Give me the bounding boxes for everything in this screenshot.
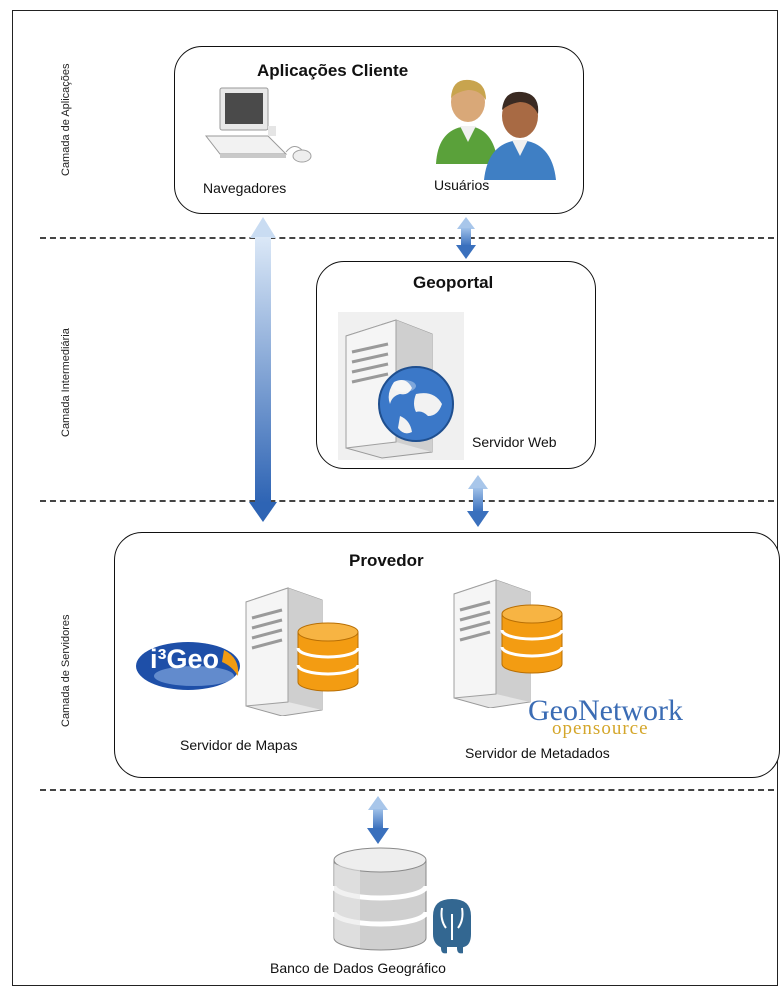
web-server-label: Servidor Web [472,434,557,450]
layer-divider [40,237,774,239]
web-server-icon [338,312,464,460]
metadata-server-label: Servidor de Metadados [465,745,610,761]
map-server-label: Servidor de Mapas [180,737,298,753]
database-label: Banco de Dados Geográfico [270,960,446,976]
arrow-clients-provider [249,217,277,522]
i3geo-logo-text: i³Geo [150,644,220,674]
postgresql-elephant-icon [431,896,473,956]
database-icon [500,604,564,674]
client-applications-title: Aplicações Cliente [257,61,409,80]
browsers-label: Navegadores [203,180,287,196]
layer-divider [40,789,774,791]
globe-icon [378,366,454,442]
laptop-icon [204,87,312,163]
database-icon [331,847,429,951]
server-icon [453,579,564,708]
geonetwork-logo-subtext: opensource [552,718,649,739]
database-icon [296,622,360,692]
arrow-users-geoportal [456,217,476,259]
arrow-geoportal-provider [467,475,489,527]
diagram-frame [12,10,778,986]
users-label: Usuários [434,177,490,193]
provider-title: Provedor [349,551,424,570]
geonetwork-logo-text: GeoNetwork [528,694,683,727]
server-icon [245,587,360,716]
geoportal-title: Geoportal [413,273,494,292]
arrow-provider-database [367,796,389,844]
i3geo-logo [136,642,240,690]
users-icon [436,79,556,180]
layer-divider [40,500,774,502]
